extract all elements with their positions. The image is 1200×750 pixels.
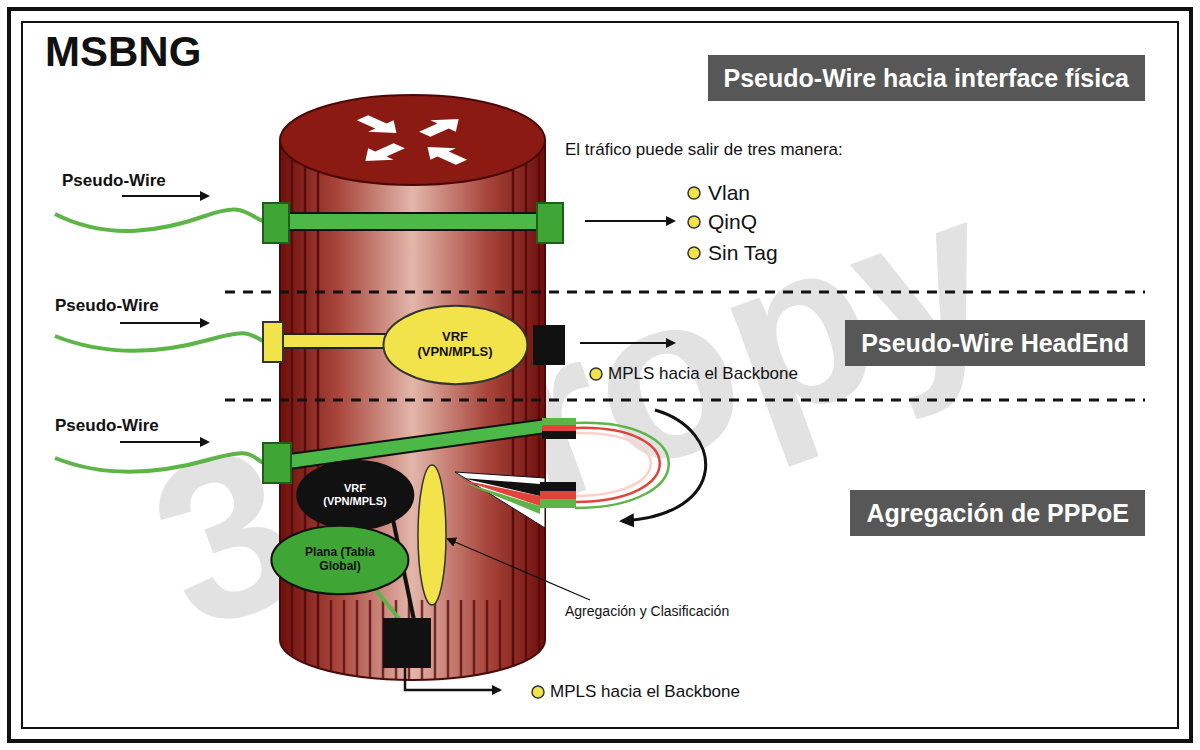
arrow bbox=[120, 322, 208, 324]
separator bbox=[225, 291, 1145, 294]
ellipse-shape bbox=[271, 526, 408, 595]
pseudo-wire-label: Pseudo-Wire bbox=[55, 416, 159, 436]
connector bbox=[540, 482, 576, 491]
loop-arrow bbox=[622, 410, 706, 521]
bullet bbox=[532, 686, 544, 698]
ellipse-shape bbox=[297, 461, 413, 530]
connector bbox=[542, 425, 576, 431]
ellipse-text: VRF (VPN/MPLS) bbox=[318, 482, 393, 507]
bullet bbox=[688, 216, 700, 228]
vrf-ellipse: Plana (Tabla Global) bbox=[270, 525, 410, 595]
bullet bbox=[688, 187, 700, 199]
banner-text: Pseudo-Wire hacia interface física bbox=[724, 64, 1129, 92]
bullet bbox=[590, 368, 602, 380]
ellipse-text: Plana (Tabla Global) bbox=[295, 546, 385, 574]
bullet-text: Sin Tag bbox=[708, 241, 778, 265]
pseudo-wire bbox=[55, 453, 265, 472]
ellipse-text: VRF (VPN/MPLS) bbox=[407, 330, 502, 360]
bullet-text: QinQ bbox=[708, 210, 757, 234]
bullet bbox=[688, 247, 700, 259]
wire bbox=[575, 428, 660, 502]
section-banner: Pseudo-Wire HeadEnd bbox=[845, 320, 1145, 366]
ellipse-content: VRF (VPN/MPLS) bbox=[296, 460, 415, 530]
pseudo-wire-label: Pseudo-Wire bbox=[55, 296, 159, 316]
router-arrows bbox=[350, 112, 474, 168]
arrow bbox=[585, 220, 674, 222]
pw-port bbox=[537, 203, 563, 243]
ellipse-content: VRF (VPN/MPLS) bbox=[382, 305, 529, 385]
outer-frame bbox=[9, 9, 1191, 741]
wire bbox=[575, 423, 669, 508]
mpls-port bbox=[383, 618, 431, 668]
connector bbox=[540, 491, 576, 499]
section-banner: Pseudo-Wire hacia interface física bbox=[708, 55, 1145, 101]
ellipse-content: Plana (Tabla Global) bbox=[270, 525, 410, 595]
fan-stripe bbox=[462, 480, 540, 506]
diagram-title: MSBNG bbox=[45, 28, 201, 76]
bullet-text: Vlan bbox=[708, 181, 750, 205]
banner-text: Pseudo-Wire HeadEnd bbox=[861, 329, 1129, 357]
aggregation-ellipse bbox=[418, 465, 446, 605]
pw-bar bbox=[275, 213, 545, 230]
mpls-port bbox=[533, 325, 565, 365]
pseudo-wire-label: Pseudo-Wire bbox=[62, 171, 166, 191]
vrf-ellipse: VRF (VPN/MPLS) bbox=[382, 305, 529, 385]
vrf-ellipse: VRF (VPN/MPLS) bbox=[296, 460, 415, 530]
arrow bbox=[122, 195, 208, 197]
arrow bbox=[120, 441, 208, 443]
bullet-text: MPLS hacia el Backbone bbox=[608, 364, 798, 384]
router-top bbox=[280, 95, 545, 185]
arrow bbox=[405, 668, 500, 690]
pw-port bbox=[263, 443, 291, 483]
section-banner: Agregación de PPPoE bbox=[850, 490, 1145, 536]
bullet-text: MPLS hacia el Backbone bbox=[550, 682, 740, 702]
banner-text: Agregación de PPPoE bbox=[866, 499, 1129, 527]
connector bbox=[542, 431, 576, 439]
leader-line bbox=[448, 539, 590, 600]
note-text: El tráfico puede salir de tres manera: bbox=[565, 140, 843, 160]
pw-port bbox=[263, 203, 289, 243]
inner-frame bbox=[22, 22, 1178, 728]
separator bbox=[225, 399, 1145, 402]
connector bbox=[542, 418, 576, 425]
wire bbox=[575, 433, 651, 496]
ellipse-shape bbox=[383, 306, 527, 384]
arrow bbox=[580, 342, 674, 344]
pw-bar bbox=[282, 419, 546, 470]
connector bbox=[540, 499, 576, 508]
fan-stripe bbox=[462, 482, 540, 514]
fan bbox=[455, 472, 545, 528]
pseudo-wire bbox=[55, 333, 265, 351]
pw-port bbox=[263, 322, 283, 362]
callout-text: Agregación y Clasificación bbox=[565, 603, 729, 619]
fan-stripe bbox=[462, 478, 540, 496]
pseudo-wire bbox=[55, 210, 265, 231]
